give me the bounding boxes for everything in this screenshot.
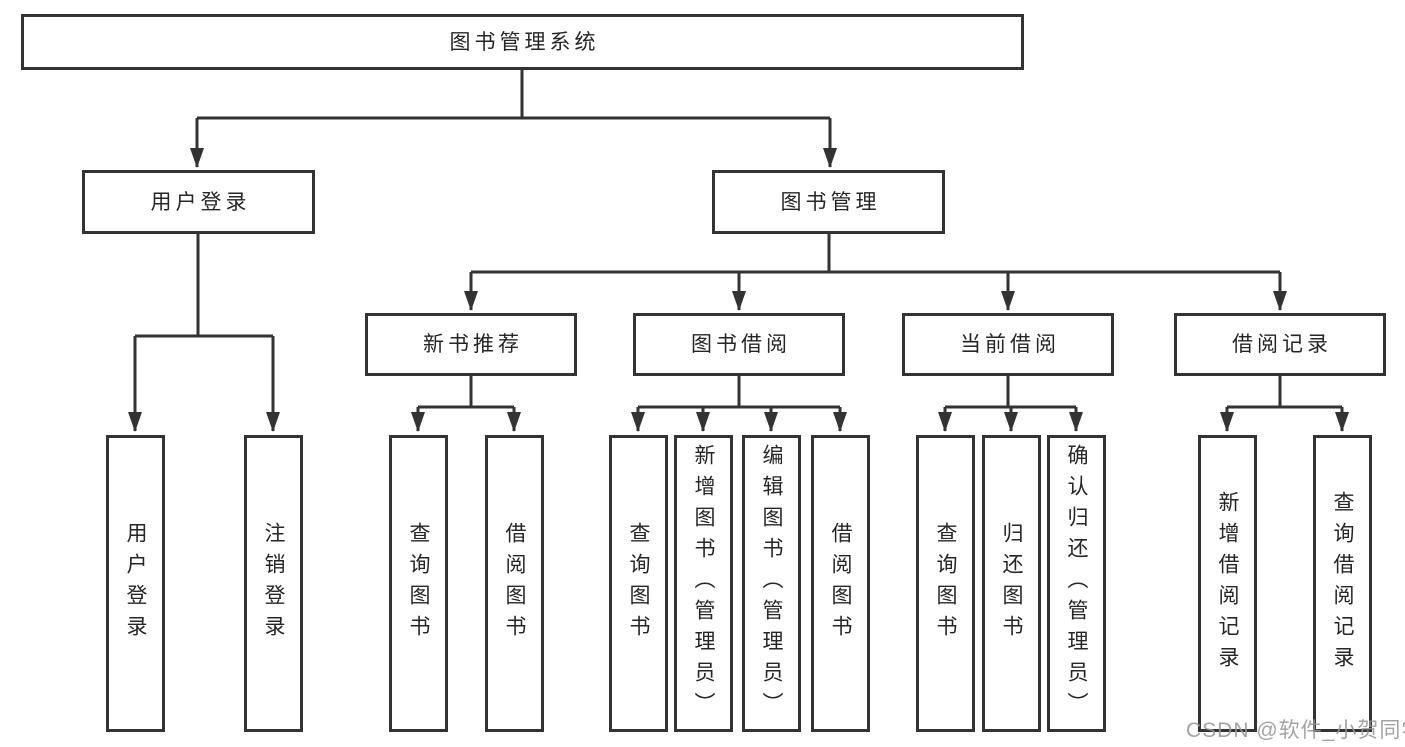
connector-records-children — [1220, 376, 1349, 432]
leaf-query-borrow-record: 查询借阅记录 — [1313, 435, 1372, 732]
leaf-query-books-current: 查询图书 — [916, 435, 975, 732]
leaf-confirm-return-admin: 确认归还（管理员） — [1047, 435, 1106, 732]
csdn-watermark: CSDN @软件_小贺同学 — [1186, 719, 1405, 742]
connector-new-book-children — [411, 376, 521, 432]
leaf-borrow-books-recommend: 借阅图书 — [485, 435, 544, 732]
node-book-management: 图书管理 — [712, 170, 945, 234]
node-new-book-recommend: 新书推荐 — [365, 313, 577, 376]
connector-book-mgmt-to-level3 — [464, 234, 1287, 311]
leaf-add-borrow-record: 新增借阅记录 — [1198, 435, 1257, 732]
node-library-system: 图书管理系统 — [21, 14, 1024, 70]
leaf-edit-books-admin: 编辑图书（管理员） — [742, 435, 801, 732]
connector-borrow-children — [631, 376, 847, 432]
leaf-return-books: 归还图书 — [982, 435, 1041, 732]
leaf-query-books-borrow: 查询图书 — [609, 435, 668, 732]
leaf-add-books-admin: 新增图书（管理员） — [674, 435, 733, 732]
leaf-borrow-books: 借阅图书 — [811, 435, 870, 732]
connector-root-to-level2 — [190, 69, 837, 168]
leaf-logout: 注销登录 — [244, 435, 303, 732]
leaf-query-books-recommend: 查询图书 — [389, 435, 448, 732]
node-current-borrow: 当前借阅 — [902, 313, 1114, 376]
node-user-login: 用户登录 — [82, 170, 315, 234]
node-borrow-records: 借阅记录 — [1174, 313, 1386, 376]
node-book-borrow: 图书借阅 — [633, 313, 845, 376]
leaf-user-login: 用户登录 — [106, 435, 165, 732]
connector-user-login-children — [128, 234, 280, 432]
connector-current-children — [938, 376, 1083, 432]
